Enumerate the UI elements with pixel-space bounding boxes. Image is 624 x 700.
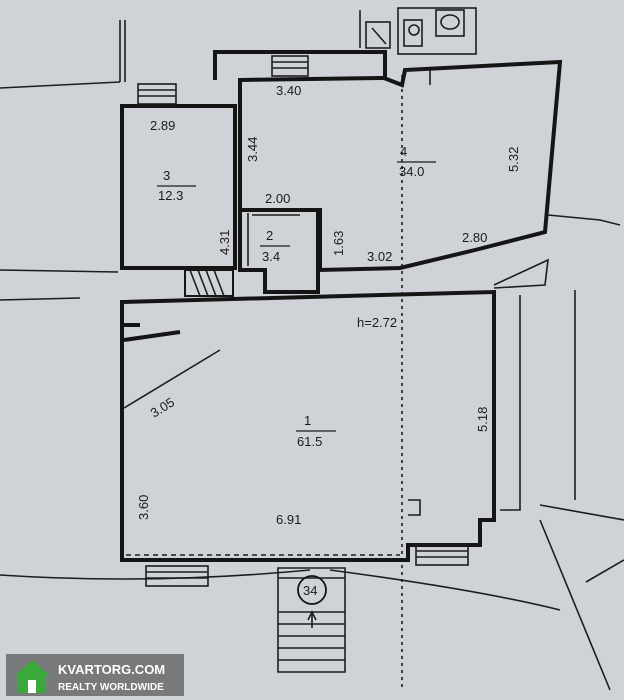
room-2 — [238, 208, 320, 294]
room4-bottom-right-dimension: 2.80 — [462, 230, 487, 245]
ceiling-height: h=2.72 — [357, 315, 397, 330]
room2-right-dimension: 1.63 — [331, 231, 346, 256]
bathroom-fixtures — [365, 7, 477, 55]
room3-side-dimension: 4.31 — [217, 230, 232, 255]
room4-number: 4 — [400, 144, 407, 159]
surrounding-lines — [0, 10, 624, 691]
room4-area: 34.0 — [399, 164, 424, 179]
room1-right-dimension: 5.18 — [475, 407, 490, 432]
room2-label: 2 3.4 — [260, 228, 290, 264]
room2-area: 3.4 — [262, 249, 280, 264]
room4-right-dimension: 5.32 — [506, 147, 521, 172]
room3-number: 3 — [163, 168, 170, 183]
room1-bottom-dimension: 6.91 — [276, 512, 301, 527]
watermark-tagline: REALTY WORLDWIDE — [58, 682, 164, 693]
entrance-marker: 34 — [297, 575, 327, 605]
watermark: KVARTORG.COM REALTY WORLDWIDE — [6, 654, 184, 696]
room3-label: 3 12.3 — [157, 168, 196, 203]
room4-label: 4 34.0 — [397, 144, 436, 179]
room-3 — [120, 83, 237, 270]
room-1 — [120, 258, 549, 587]
entrance-stairs — [277, 567, 346, 673]
house-logo-icon — [14, 660, 50, 693]
watermark-site: KVARTORG.COM — [58, 662, 165, 677]
entrance-number: 34 — [303, 583, 317, 598]
room3-top-dimension: 2.89 — [150, 118, 175, 133]
room2-top-dimension: 2.00 — [265, 191, 290, 206]
room4-bottom-dimension: 3.02 — [367, 249, 392, 264]
room3-area: 12.3 — [158, 188, 183, 203]
room4-top-dimension: 3.40 — [276, 83, 301, 98]
room1-diagonal-dimension: 3.05 — [148, 394, 177, 420]
room1-label: 1 61.5 — [296, 413, 336, 449]
room4-left-dimension: 3.44 — [245, 137, 260, 162]
room2-number: 2 — [266, 228, 273, 243]
room1-left-dimension: 3.60 — [136, 495, 151, 520]
room1-number: 1 — [304, 413, 311, 428]
room1-area: 61.5 — [297, 434, 322, 449]
